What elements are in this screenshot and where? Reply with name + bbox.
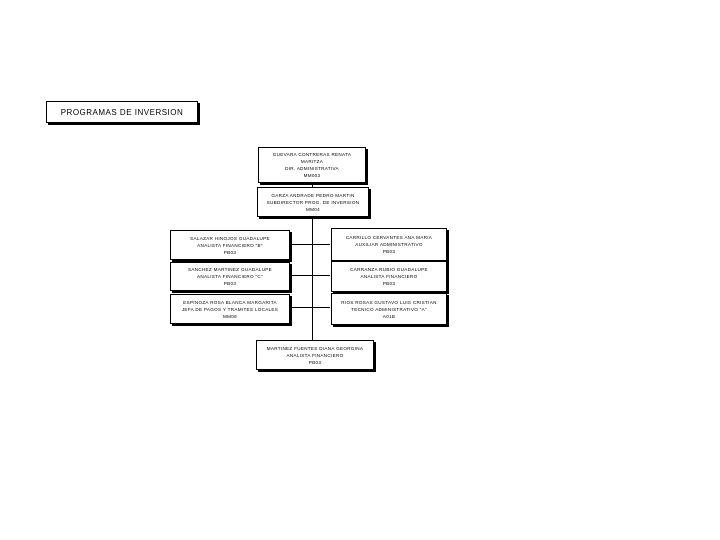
org-node-bottom: MARTINEZ FUENTES DIANA GEORGINA ANALISTA…: [256, 340, 374, 370]
node-name: MARTINEZ FUENTES DIANA GEORGINA: [266, 345, 364, 351]
node-name: GUEVARA CONTRERAS RENATA: [272, 152, 352, 157]
node-role: ANALISTA FINANCIERO "B": [197, 242, 263, 248]
node-code: MM06: [223, 313, 237, 319]
connector-branch-2: [289, 275, 330, 276]
node-code: PB03: [382, 249, 396, 254]
node-role: ANALISTA FINANCIERO "C": [197, 274, 263, 279]
node-code: A01B: [382, 313, 396, 319]
node-role: AUXILIAR ADMINISTRATIVO: [355, 242, 423, 247]
node-role: SUBDIRECTOR PROG. DE INVERSION: [266, 199, 360, 205]
connector-branch-3: [289, 307, 330, 308]
org-node-left-1: SALAZAR HINOJOS GUADALUPE ANALISTA FINAN…: [170, 230, 290, 260]
node-code: MM04: [306, 206, 320, 212]
node-role: ANALISTA FINANCIERO: [360, 274, 418, 279]
node-name: SANCHEZ MARTINEZ GUADALUPE: [187, 267, 273, 272]
node-name: RIOS ROSAS GUSTAVO LUIS CRISTIAN: [341, 299, 437, 305]
node-code: MM003: [303, 173, 321, 178]
org-node-right-2: CARRANZA RUBIO GUADALUPE ANALISTA FINANC…: [331, 261, 447, 292]
node-name: CARRILLO CERVANTES ANA MARIA: [345, 235, 433, 240]
node-code: PB03: [382, 281, 396, 286]
org-node-right-3: RIOS ROSAS GUSTAVO LUIS CRISTIAN TECNICO…: [331, 293, 447, 325]
node-code: PB03: [223, 249, 237, 255]
node-role: DIR. ADMINISTRATIVA: [285, 166, 339, 171]
org-node-left-3: ESPINOZA ROSA BLANCA MARGARITA JEFA DE P…: [170, 294, 290, 324]
node-role: TECNICO ADMINISTRATIVO "A": [351, 306, 427, 312]
org-node-director: GUEVARA CONTRERAS RENATA MARITZA DIR. AD…: [258, 147, 366, 183]
diagram-title: PROGRAMAS DE INVERSION: [46, 101, 198, 123]
org-node-left-2: SANCHEZ MARTINEZ GUADALUPE ANALISTA FINA…: [170, 262, 290, 291]
node-name: ESPINOZA ROSA BLANCA MARGARITA: [183, 299, 277, 305]
org-node-right-1: CARRILLO CERVANTES ANA MARIA AUXILIAR AD…: [331, 228, 447, 261]
node-name-cont: MARITZA: [300, 159, 324, 164]
connector-spine: [312, 216, 313, 340]
node-name: GARZA ANDRADE PEDRO MARTIN: [271, 192, 355, 198]
node-code: PB03: [308, 359, 322, 365]
node-role: JEFA DE PAGOS Y TRAMITES LOCALES: [181, 306, 279, 312]
connector-director-subdirector: [312, 182, 313, 187]
node-role: ANALISTA FINANCIERO: [286, 352, 344, 358]
node-name: CARRANZA RUBIO GUADALUPE: [350, 267, 428, 272]
org-node-subdirector: GARZA ANDRADE PEDRO MARTIN SUBDIRECTOR P…: [257, 187, 369, 217]
node-code: PB03: [223, 281, 237, 286]
node-name: SALAZAR HINOJOS GUADALUPE: [190, 235, 270, 241]
connector-branch-1: [289, 244, 330, 245]
